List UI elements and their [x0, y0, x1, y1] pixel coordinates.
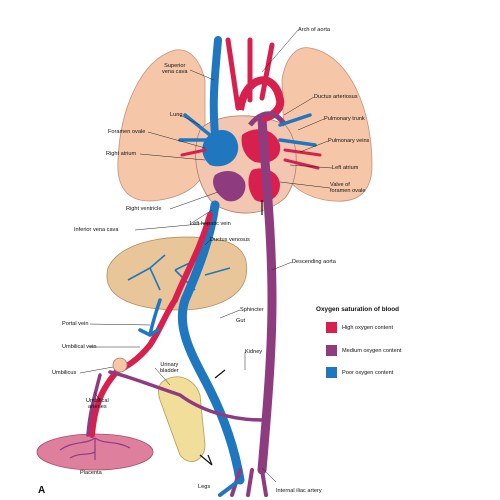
- label-urinary-bladder: Urinary bladder: [160, 362, 179, 374]
- label-kidney: Kidney: [245, 349, 263, 355]
- label-pulmonary-trunk: Pulmonary trunk: [324, 116, 365, 122]
- label-gut: Gut: [236, 318, 246, 324]
- neck-arteries: [225, 37, 275, 111]
- right-ventricle-chamber: [213, 170, 246, 202]
- label-right-atrium: Right atrium: [106, 151, 137, 157]
- liver: [106, 236, 248, 311]
- label-umbilical-arteries: Umbilical arteries: [86, 398, 109, 410]
- placenta-vessels: [59, 437, 131, 460]
- legend-swatch-high: [326, 322, 337, 333]
- label-valve-of-foramen-ovale: Valve of foramen ovale: [330, 182, 366, 194]
- label-left-hepatic-vein: Left hepatic vein: [190, 221, 231, 227]
- left-lung: [281, 47, 373, 202]
- legend-swatch-poor: [326, 367, 337, 378]
- label-pulmonary-veins: Pulmonary veins: [328, 138, 370, 144]
- legend-label-poor: Poor oxygen content: [342, 370, 394, 376]
- label-arch-of-aorta: Arch of aorta: [298, 27, 331, 33]
- inferior-vena-cava: [177, 200, 245, 485]
- label-umbilicus: Umbilicus: [52, 370, 77, 376]
- descending-aorta: [257, 113, 277, 475]
- label-sphincter: Sphincter: [240, 307, 264, 313]
- legend-swatch-medium: [326, 345, 337, 356]
- right-lung: [117, 49, 206, 202]
- ductus-venosus-vessel: [172, 212, 213, 303]
- label-foramen-ovale: Foramen ovale: [108, 129, 146, 135]
- label-ductus-venosus: Ductus venosus: [210, 237, 250, 243]
- legend-title: Oxygen saturation of blood: [316, 306, 400, 313]
- umbilical-arteries-vessel: [86, 370, 264, 437]
- label-internal-iliac-artery: Internal iliac artery: [276, 488, 322, 494]
- ductus-arteriosus-vessel: [248, 111, 288, 127]
- label-leader-lines: [79, 29, 333, 483]
- legend-label-medium: Medium oxygen content: [342, 348, 402, 354]
- label-placenta: Placenta: [80, 470, 102, 476]
- label-lung: Lung: [170, 112, 183, 118]
- leg-veins: [218, 478, 242, 497]
- label-superior-vena-cava: Superior vena cava: [162, 63, 188, 75]
- portal-vein-vessel: [138, 298, 162, 337]
- flow-arrows: [199, 200, 263, 466]
- label-right-ventricle: Right ventricle: [126, 206, 162, 212]
- label-inferior-vena-cava: Inferior vena cava: [74, 227, 119, 233]
- label-ductus-arteriosus: Ductus arteriosus: [314, 94, 358, 100]
- legend-label-high: High oxygen content: [342, 325, 393, 331]
- panel-letter: A: [38, 485, 46, 496]
- label-left-atrium: Left atrium: [332, 165, 359, 171]
- superior-vena-cava: [209, 36, 222, 139]
- label-umbilical-vein: Umbilical vein: [62, 344, 97, 350]
- label-descending-aorta: Descending aorta: [292, 259, 336, 265]
- umbilicus-ring: [112, 357, 128, 373]
- label-legs: Legs: [198, 484, 211, 490]
- liver-vessels: [127, 254, 231, 291]
- label-portal-vein: Portal vein: [62, 321, 89, 327]
- pulmonary-arteries: [178, 113, 317, 147]
